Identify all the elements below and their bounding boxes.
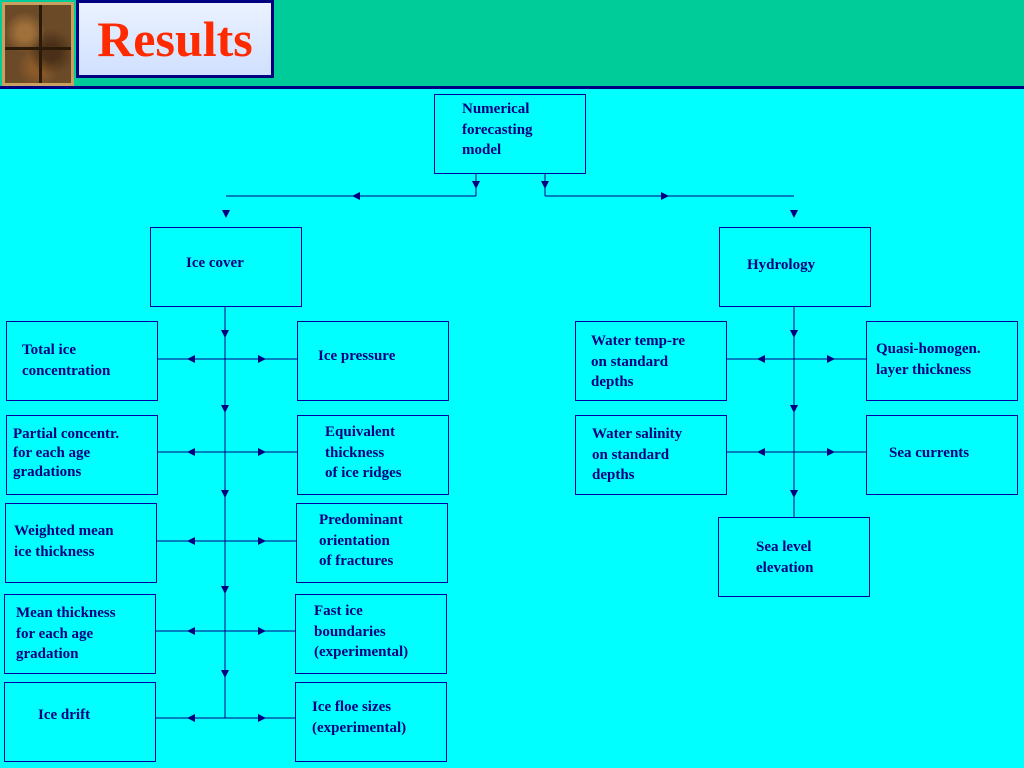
arrow-down	[790, 405, 798, 413]
arrow-right	[827, 355, 835, 363]
arrow-down	[472, 181, 480, 189]
arrow-right	[258, 627, 266, 635]
arrow-left	[187, 714, 195, 722]
arrow-right	[258, 714, 266, 722]
arrow-right	[258, 537, 266, 545]
arrow-down	[790, 330, 798, 338]
arrow-right	[827, 448, 835, 456]
arrow-right	[258, 355, 266, 363]
arrow-down	[541, 181, 549, 189]
hydro-right-node: Quasi-homogen. layer thickness	[866, 321, 1018, 401]
hydro-right-node: Sea currents	[866, 415, 1018, 495]
ice-right-node: Predominant orientation of fractures	[296, 503, 448, 583]
arrow-down	[221, 670, 229, 678]
arrow-down	[790, 490, 798, 498]
title-box: Results	[76, 0, 274, 78]
arrow-down	[221, 586, 229, 594]
arrow-down	[221, 405, 229, 413]
ice-left-node: Partial concentr. for each age gradation…	[6, 415, 158, 495]
ice-left-node: Mean thickness for each age gradation	[4, 594, 156, 674]
arrow-right	[258, 448, 266, 456]
arrow-down	[790, 210, 798, 218]
ice-right-node: Fast ice boundaries (experimental)	[295, 594, 447, 674]
arrow-left	[187, 627, 195, 635]
ice-right-node: Ice pressure	[297, 321, 449, 401]
arrow-left	[187, 537, 195, 545]
arrow-down	[221, 490, 229, 498]
sea-level-node: Sea level elevation	[718, 517, 870, 597]
ice-right-node: Ice floe sizes (experimental)	[295, 682, 447, 762]
arrow-left	[352, 192, 360, 200]
hydrology-node: Hydrology	[719, 227, 871, 307]
ice-left-node: Weighted mean ice thickness	[5, 503, 157, 583]
ice-right-node: Equivalent thickness of ice ridges	[297, 415, 449, 495]
hydro-left-node: Water salinity on standard depths	[575, 415, 727, 495]
arrow-right	[661, 192, 669, 200]
hydro-left-node: Water temp-re on standard depths	[575, 321, 727, 401]
arrow-left	[187, 355, 195, 363]
arrow-down	[222, 210, 230, 218]
root-node: Numerical forecasting model	[434, 94, 586, 174]
arrow-left	[757, 355, 765, 363]
header-divider	[0, 86, 1024, 89]
textured-photo-logo-icon	[2, 2, 74, 86]
arrow-left	[757, 448, 765, 456]
page-title: Results	[97, 11, 253, 67]
ice-left-node: Total ice concentration	[6, 321, 158, 401]
ice-cover-node: Ice cover	[150, 227, 302, 307]
ice-left-node: Ice drift	[4, 682, 156, 762]
arrow-down	[221, 330, 229, 338]
arrow-left	[187, 448, 195, 456]
